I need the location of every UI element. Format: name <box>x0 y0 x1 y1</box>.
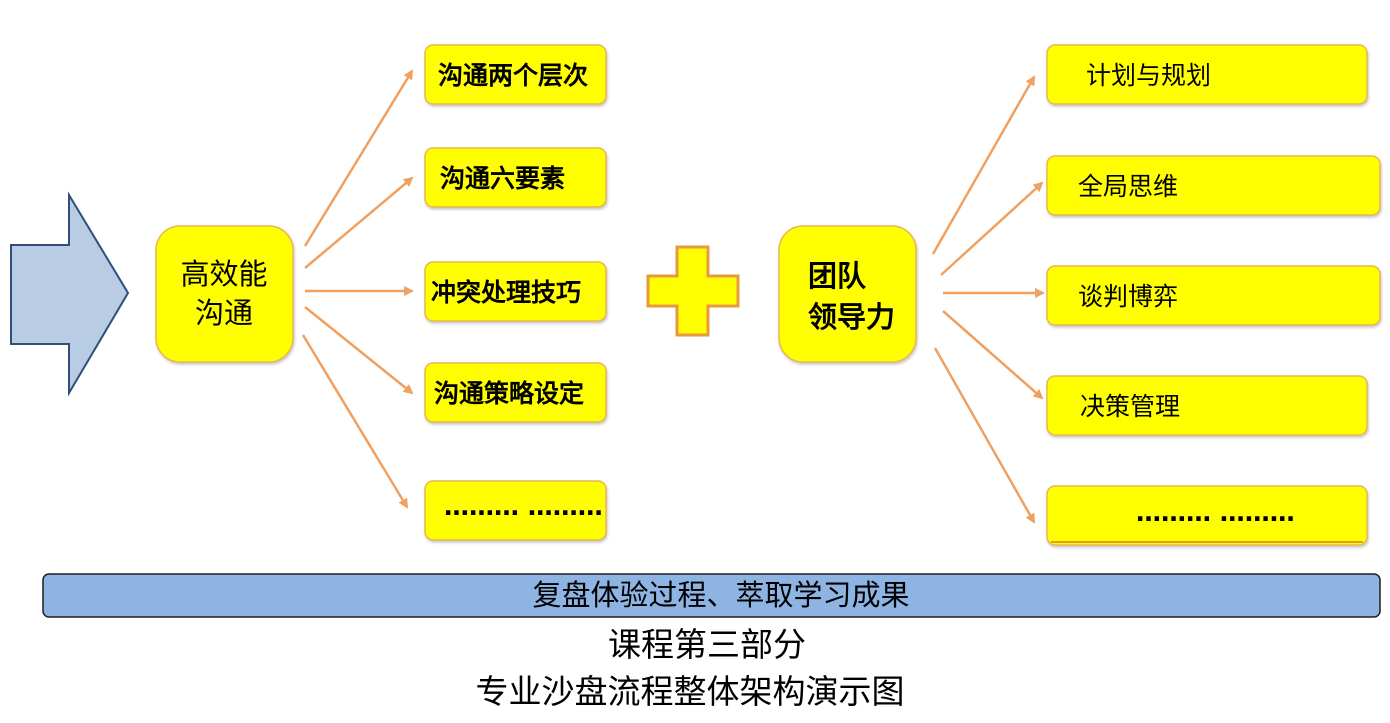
left-node-3-label: 冲突处理技巧 <box>431 278 581 307</box>
right-branch-nodes: 计划与规划 全局思维 谈判博弈 决策管理 ……… ……… <box>1046 44 1381 546</box>
right-node-5-box <box>1046 485 1368 546</box>
plus-sign <box>646 245 740 337</box>
center-node-communication: 高效能 沟通 <box>155 225 294 363</box>
center-node-communication-box <box>155 225 294 363</box>
summary-bar: 复盘体验过程、萃取学习成果 <box>42 573 1381 618</box>
center-node-leadership: 团队 领导力 <box>778 225 917 363</box>
left-node-4-label: 沟通策略设定 <box>434 379 584 408</box>
right-node-1-label: 计划与规划 <box>1086 61 1211 90</box>
left-node-1-box <box>424 44 607 105</box>
left-arrow-2 <box>304 176 414 269</box>
left-arrow-5 <box>301 334 409 509</box>
right-node-2-label: 全局思维 <box>1078 172 1178 201</box>
left-node-5-box <box>424 480 607 541</box>
right-node-5-label: ……… ……… <box>1136 498 1295 527</box>
center-node-communication-line1: 高效能 <box>180 257 267 291</box>
right-node-2-box <box>1046 155 1381 216</box>
right-arrow-5 <box>933 347 1036 524</box>
left-branch-nodes: 沟通两个层次 沟通六要素 冲突处理技巧 沟通策略设定 ……… ……… <box>424 44 607 541</box>
left-arrow-4 <box>304 306 414 395</box>
right-arrow-1 <box>931 75 1036 255</box>
left-branch-arrows <box>301 69 414 509</box>
right-arrow-2 <box>940 181 1044 276</box>
right-branch-arrows <box>931 75 1045 524</box>
caption-line-2: 专业沙盘流程整体架构演示图 <box>476 672 905 711</box>
center-node-leadership-line1: 团队 <box>808 259 867 293</box>
right-node-1-box <box>1046 44 1368 105</box>
left-node-3-box <box>424 261 607 322</box>
left-node-4-box <box>424 362 607 423</box>
right-node-4-box <box>1046 375 1368 436</box>
right-arrow-4 <box>942 310 1044 400</box>
left-arrow-1 <box>303 69 414 247</box>
left-node-5-label: ……… ……… <box>444 492 603 521</box>
caption-line-1: 课程第三部分 <box>608 625 806 664</box>
right-node-4-label: 决策管理 <box>1080 392 1180 421</box>
summary-bar-box <box>42 573 1381 618</box>
center-node-communication-line2: 沟通 <box>195 296 253 330</box>
left-node-2-box <box>424 147 607 208</box>
entry-arrow-shape <box>10 191 130 397</box>
left-node-1-label: 沟通两个层次 <box>438 61 588 90</box>
summary-bar-label: 复盘体验过程、萃取学习成果 <box>532 578 909 612</box>
center-node-leadership-line2: 领导力 <box>808 300 895 334</box>
right-node-3-label: 谈判博弈 <box>1078 282 1178 311</box>
center-node-leadership-box <box>778 225 917 363</box>
left-node-2-label: 沟通六要素 <box>440 164 565 193</box>
right-node-3-box <box>1046 265 1381 326</box>
